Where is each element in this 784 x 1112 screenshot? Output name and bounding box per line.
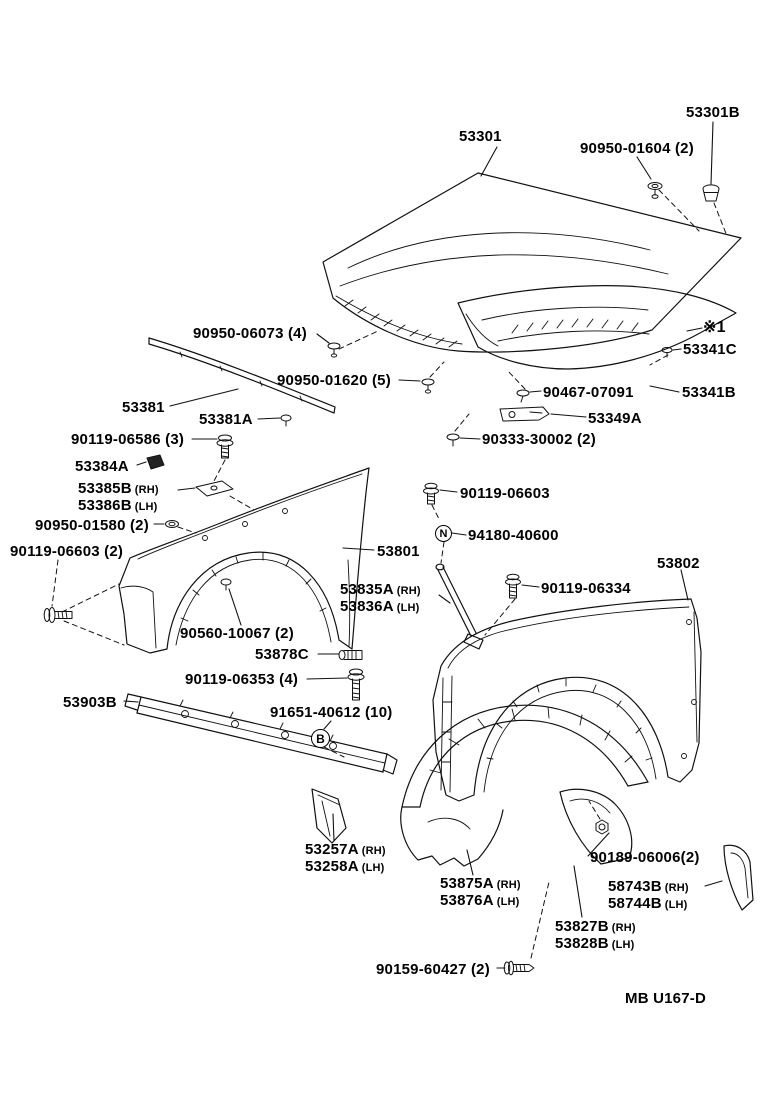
cowl-vent-hatch [511, 318, 639, 334]
part-number: 53835A [340, 581, 394, 598]
liner-hatch [429, 706, 633, 774]
part-label-90950-06073: 90950-06073 (4) [193, 325, 307, 342]
part-label-53836A: 53836A(LH) [340, 598, 421, 615]
side-indicator: (RH) [396, 585, 421, 597]
side-indicator: (RH) [664, 882, 689, 894]
part-label-53385B-53386B: 53385B(RH) 53386B(LH) [78, 480, 159, 514]
part-label-53801: 53801 [377, 543, 420, 560]
left-arch-hatch [180, 552, 327, 622]
cowl-assembly [457, 285, 737, 370]
part-label-58743B-58744B: 58743B(RH) 58744B(LH) [608, 878, 689, 912]
corner-bracket [311, 788, 347, 844]
part-label-53875A-53876A: 53875A(RH) 53876A(LH) [440, 875, 521, 909]
part-label-90950-01620: 90950-01620 (5) [277, 372, 391, 389]
side-indicator: (LH) [496, 896, 520, 908]
part-label-90467-07091: 90467-07091 [543, 384, 634, 401]
hood-panel [322, 172, 742, 353]
part-label-90950-01580: 90950-01580 (2) [35, 517, 149, 534]
part-label-90560-10067: 90560-10067 (2) [180, 625, 294, 642]
part-label-53878C: 53878C [255, 646, 309, 663]
note-marker: ※1 [703, 319, 726, 336]
side-indicator: (LH) [134, 501, 158, 513]
mud-shield [559, 788, 633, 865]
fender-stay [435, 563, 484, 650]
part-label-53257A-53258A: 53257A(RH) 53258A(LH) [305, 841, 386, 875]
part-label-53301: 53301 [459, 128, 502, 145]
part-number: 53828B [555, 935, 609, 952]
part-label-53875A: 53875A(RH) [440, 875, 521, 892]
part-label-53381: 53381 [122, 399, 165, 416]
side-indicator: (LH) [361, 862, 385, 874]
part-label-91651-40612: 91651-40612 (10) [270, 704, 393, 721]
part-label-53341B: 53341B [682, 384, 736, 401]
part-label-53802: 53802 [657, 555, 700, 572]
part-number: 53385B [78, 480, 132, 497]
part-label-90119-06603-2: 90119-06603 (2) [10, 543, 124, 560]
circled-letter-b: B [311, 729, 330, 748]
part-label-53341C: 53341C [683, 341, 737, 358]
side-indicator: (LH) [396, 602, 420, 614]
part-label-53827B-53828B: 53827B(RH) 53828B(LH) [555, 918, 636, 952]
part-label-53827B: 53827B(RH) [555, 918, 636, 935]
right-arch-hatch [486, 678, 653, 761]
part-label-53257A: 53257A(RH) [305, 841, 386, 858]
side-indicator: (RH) [611, 922, 636, 934]
part-number: 58743B [608, 878, 662, 895]
part-label-90119-06334: 90119-06334 [541, 580, 631, 597]
side-indicator: (LH) [611, 939, 635, 951]
part-label-90333-30002: 90333-30002 (2) [482, 431, 596, 448]
circled-letter-n: N [435, 525, 452, 542]
part-label-90119-06586: 90119-06586 (3) [71, 431, 185, 448]
part-number: 53257A [305, 841, 359, 858]
part-number: 53836A [340, 598, 394, 615]
left-fender [118, 467, 370, 654]
part-label-53384A: 53384A [75, 458, 129, 475]
part-label-53876A: 53876A(LH) [440, 892, 521, 909]
part-number: 53258A [305, 858, 359, 875]
fender-liner [400, 704, 649, 867]
diagram-code: MB U167-D [625, 990, 706, 1007]
part-label-53301B: 53301B [686, 104, 740, 121]
part-label-90159-60427: 90159-60427 (2) [376, 961, 490, 978]
hardware-fasteners [43, 182, 720, 976]
part-label-53903B: 53903B [63, 694, 117, 711]
part-label-53835A-53836A: 53835A(RH) 53836A(LH) [340, 581, 421, 615]
right-fender [432, 598, 702, 802]
part-number: 53827B [555, 918, 609, 935]
part-label-90119-06603: 90119-06603 [460, 485, 550, 502]
part-number: 53875A [440, 875, 494, 892]
part-label-53385B: 53385B(RH) [78, 480, 159, 497]
part-label-53835A: 53835A(RH) [340, 581, 421, 598]
part-label-53386B: 53386B(LH) [78, 497, 159, 514]
part-number: 58744B [608, 895, 662, 912]
part-number: 53876A [440, 892, 494, 909]
protector-strip [723, 844, 754, 911]
leader-lines-solid [123, 121, 723, 969]
hood-front-hatch [344, 299, 458, 348]
part-label-90119-06353: 90119-06353 (4) [185, 671, 299, 688]
part-label-53349A: 53349A [588, 410, 642, 427]
part-label-90189-06006: 90189-06006(2) [590, 849, 700, 866]
side-indicator: (LH) [664, 899, 688, 911]
part-label-53381A: 53381A [199, 411, 253, 428]
part-label-53258A: 53258A(LH) [305, 858, 386, 875]
side-indicator: (RH) [361, 845, 386, 857]
part-label-58743B: 58743B(RH) [608, 878, 689, 895]
apron-support [124, 693, 398, 775]
side-indicator: (RH) [496, 879, 521, 891]
part-label-94180-40600: 94180-40600 [468, 527, 559, 544]
part-label-58744B: 58744B(LH) [608, 895, 689, 912]
part-label-53828B: 53828B(LH) [555, 935, 636, 952]
hood-molding [148, 337, 336, 414]
leader-lines-dashed [51, 189, 728, 959]
part-number: 53386B [78, 497, 132, 514]
side-indicator: (RH) [134, 484, 159, 496]
part-label-90950-01604: 90950-01604 (2) [580, 140, 694, 157]
